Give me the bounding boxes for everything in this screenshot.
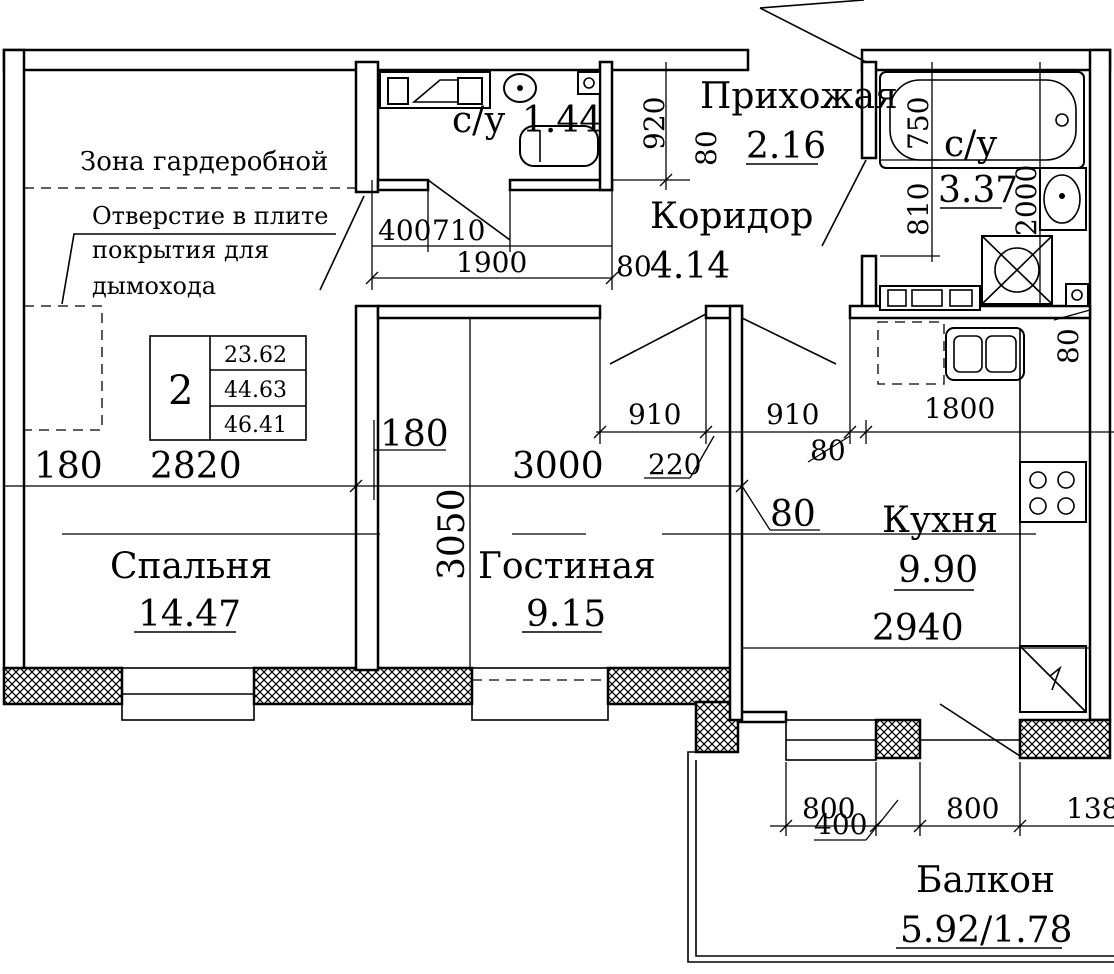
bath1-area: 1.44 — [522, 100, 602, 141]
dim-3000: 3000 — [512, 446, 604, 487]
dim-810: 810 — [902, 183, 935, 236]
dim-1800: 1800 — [924, 392, 995, 425]
bath1-name: с/у — [452, 100, 505, 141]
kitchen-fixtures — [877, 321, 1087, 713]
dim-80-kitchen-low: 80 — [810, 434, 846, 467]
corridor-name: Коридор — [650, 196, 813, 237]
area-summary-table: 2 23.62 44.63 46.41 — [149, 335, 307, 441]
notes: Зона гардеробной Отверстие в плите покры… — [80, 147, 328, 300]
wardrobe-zone — [23, 187, 356, 431]
balcony-name: Балкон — [916, 860, 1055, 901]
dim-910-left: 910 — [628, 398, 681, 431]
dimension-texts: 920 80 750 2000 810 400 710 1900 80 910 … — [34, 97, 1114, 841]
dimension-lines — [4, 62, 1114, 841]
summary-total-area: 44.63 — [224, 378, 287, 403]
chimney-note-line1: Отверстие в плите — [92, 202, 328, 230]
bathroom2-fixtures — [879, 71, 1089, 311]
chimney-note-line2: покрытия для — [92, 236, 269, 264]
dim-800-a: 800 — [802, 792, 855, 825]
dim-138: 138 — [1066, 792, 1114, 825]
dim-2940: 2940 — [872, 608, 964, 649]
bedroom-area: 14.47 — [138, 594, 241, 635]
bath2-area: 3.37 — [938, 170, 1018, 211]
interior-walls — [354, 60, 1092, 722]
door-swings — [319, 0, 1021, 757]
dim-750: 750 — [902, 97, 935, 150]
dim-180-mid: 180 — [380, 414, 449, 455]
dim-400-balcony: 400 — [814, 808, 867, 841]
dim-2820: 2820 — [150, 446, 242, 487]
living-name: Гостиная — [478, 546, 656, 587]
dim-920: 920 — [638, 97, 671, 150]
bathroom1-fixtures — [379, 71, 601, 167]
summary-total-with-balcony: 46.41 — [224, 413, 287, 438]
hall-area: 2.16 — [746, 126, 826, 167]
kitchen-name: Кухня — [882, 500, 998, 541]
bath2-name: с/у — [944, 124, 997, 165]
dim-910-right: 910 — [766, 398, 819, 431]
windows — [121, 667, 1020, 761]
living-area: 9.15 — [526, 594, 606, 635]
room-labels: с/у 1.44 Прихожая 2.16 с/у 3.37 Коридор … — [110, 76, 1072, 951]
dim-80-living: 80 — [770, 494, 816, 535]
dim-710: 710 — [432, 214, 485, 247]
hall-name: Прихожая — [700, 76, 898, 117]
chimney-note-line3: дымохода — [92, 272, 216, 300]
summary-living-area: 23.62 — [224, 343, 287, 368]
balcony-outline — [687, 751, 1114, 963]
kitchen-area: 9.90 — [898, 550, 978, 591]
dim-400: 400 — [378, 214, 431, 247]
balcony-area: 5.92/1.78 — [900, 910, 1072, 951]
dim-800-b: 800 — [946, 792, 999, 825]
dim-180-left: 180 — [34, 446, 103, 487]
dim-80-corridor: 80 — [616, 250, 652, 283]
dim-80-kitchen-side: 80 — [1052, 328, 1085, 364]
dim-2000: 2000 — [1010, 165, 1043, 236]
bedroom-name: Спальня — [110, 546, 272, 587]
corridor-area: 4.14 — [650, 246, 730, 287]
dim-220: 220 — [648, 448, 701, 481]
dim-80-hall: 80 — [690, 130, 723, 166]
dim-3050: 3050 — [432, 488, 473, 580]
summary-rooms-count: 2 — [168, 368, 193, 414]
wardrobe-zone-label: Зона гардеробной — [80, 147, 328, 177]
dim-1900: 1900 — [456, 246, 527, 279]
